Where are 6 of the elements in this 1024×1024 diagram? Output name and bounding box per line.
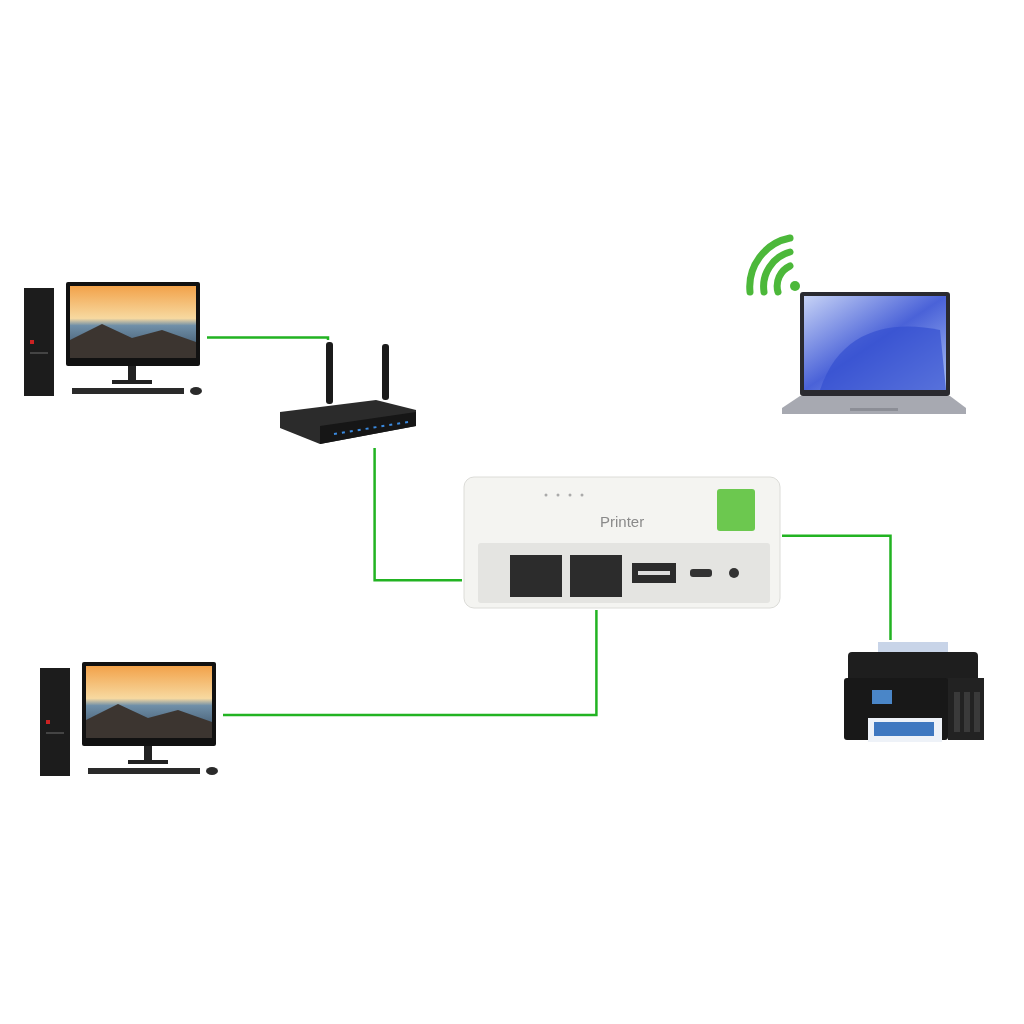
cable-line — [223, 610, 598, 717]
cable-line — [373, 448, 462, 582]
cable-line — [782, 534, 892, 640]
device-label: Printer — [600, 513, 645, 530]
print-server-drawing — [462, 475, 782, 610]
cable-line — [207, 336, 330, 341]
